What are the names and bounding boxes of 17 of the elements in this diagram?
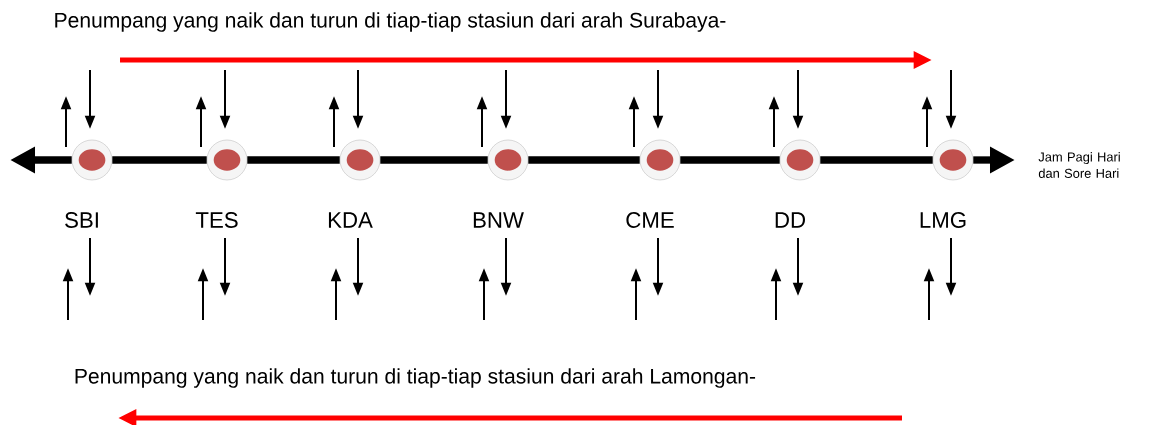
station-marker: [71, 139, 113, 181]
station-label: TES: [195, 212, 238, 228]
station-label: BNW: [473, 212, 524, 228]
axis-note: Jam Pagi Hari dan Sore Hari: [1038, 152, 1120, 178]
station-marker: [487, 139, 529, 181]
station-marker: [932, 139, 974, 181]
station-marker: [639, 139, 681, 181]
station-marker: [779, 139, 821, 181]
station-label: SBI: [65, 212, 98, 228]
station-label: DD: [775, 212, 805, 228]
station-marker: [206, 139, 248, 181]
heading: Penumpang yang naik dan turun di tiap-tiap stasiun dari arah Lamongan-: [75, 368, 756, 388]
station-marker: [339, 139, 381, 181]
station-label: CME: [626, 212, 674, 228]
station-label: LMG: [920, 212, 966, 228]
heading: Penumpang yang naik dan turun di tiap-tiap stasiun dari arah Surabaya-: [55, 12, 726, 32]
station-label: KDA: [328, 212, 373, 228]
